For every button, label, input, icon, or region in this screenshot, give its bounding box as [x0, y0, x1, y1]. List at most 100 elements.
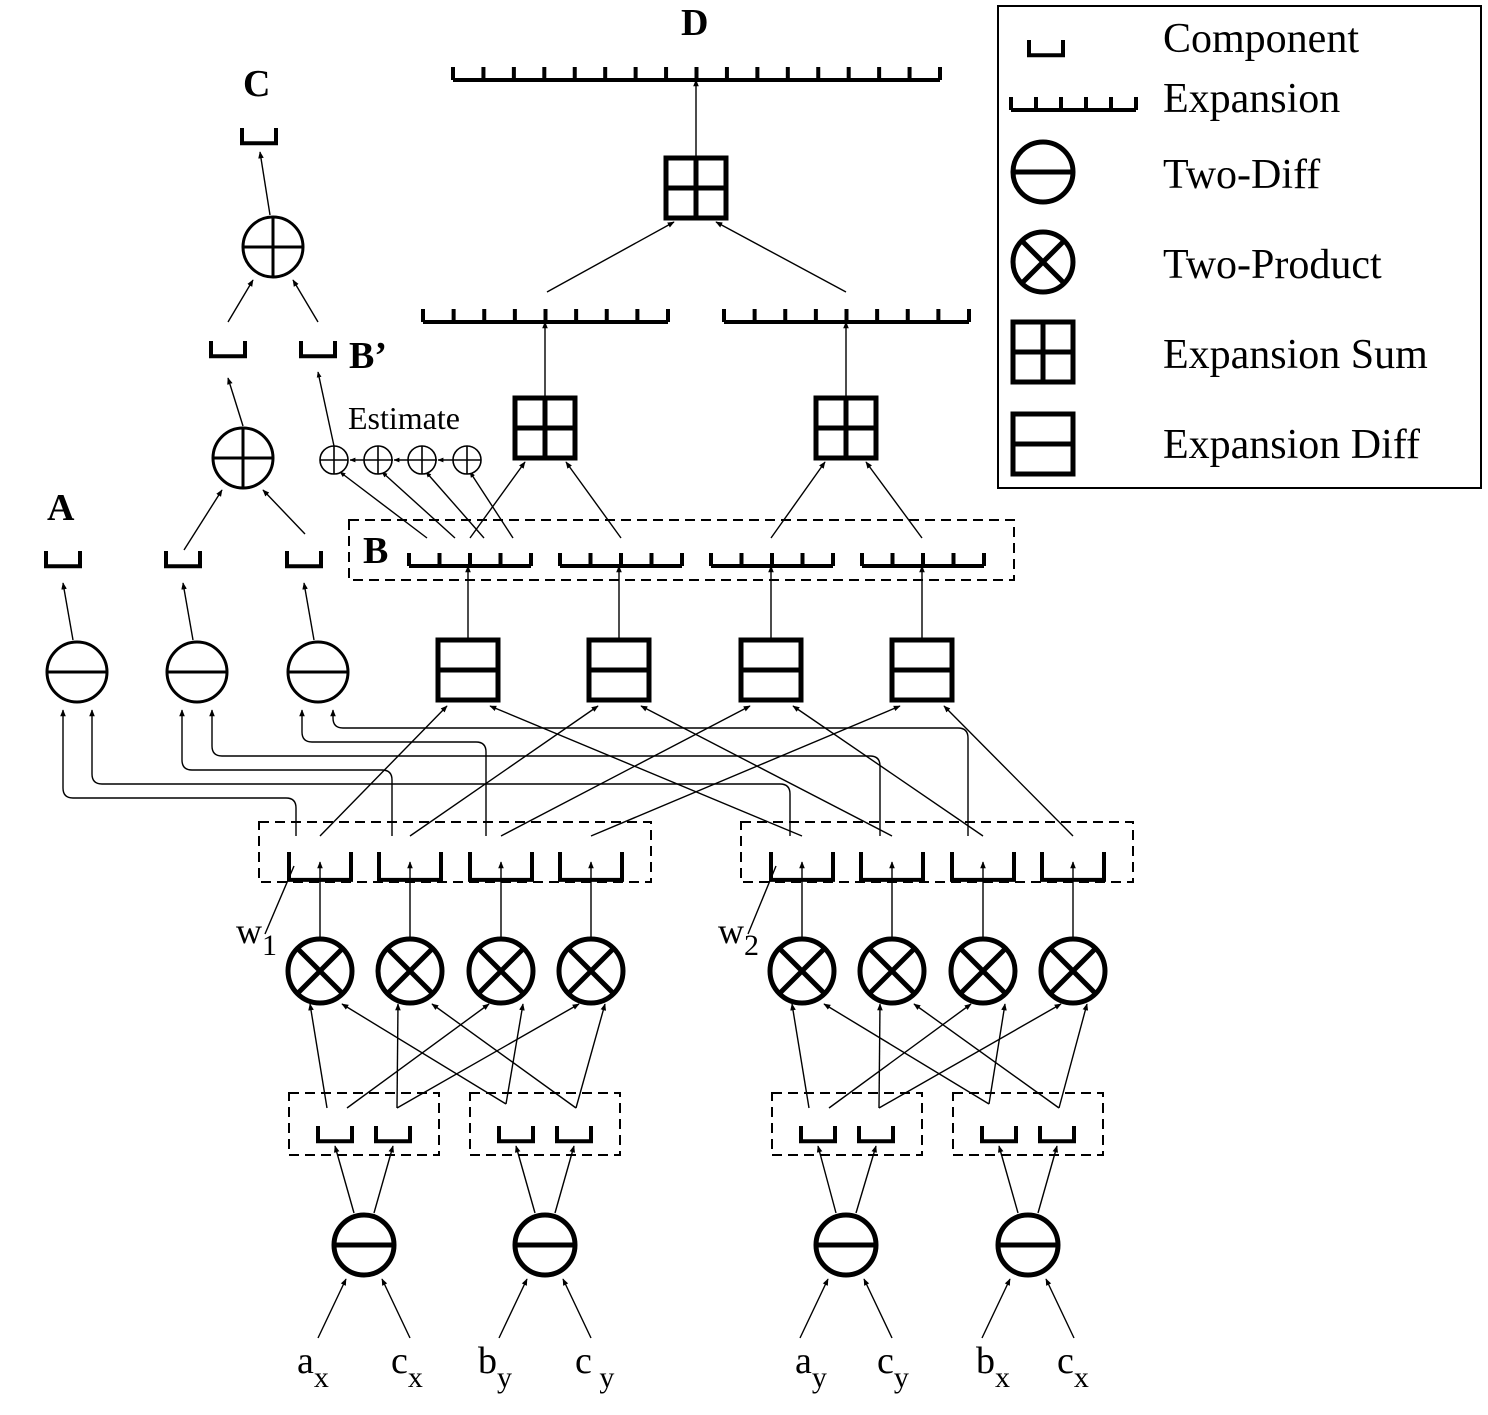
connection-line	[1058, 1003, 1089, 1109]
component-C-top	[240, 128, 278, 146]
two-product-6	[857, 936, 927, 1006]
operation-nodes	[44, 67, 1108, 1278]
connection-line	[489, 705, 803, 837]
estimate-sum-3	[407, 445, 437, 475]
connection-line	[823, 1003, 990, 1105]
expansion-sum-left-output	[421, 309, 670, 324]
connection-line	[227, 279, 254, 323]
input-label-8: cx	[1057, 1340, 1089, 1394]
w-component-2	[377, 852, 443, 882]
legend-expansion-diff-label: Expansion Diff	[1163, 422, 1420, 468]
input-label-4: c y	[575, 1340, 614, 1394]
two-product-4	[556, 936, 626, 1006]
connection-lines	[60, 79, 1089, 1339]
connection-line	[346, 1003, 490, 1109]
legend-component-icon	[1027, 40, 1065, 58]
connection-line	[395, 1003, 401, 1109]
w-component-4	[558, 852, 624, 882]
legend-expansion-sum-icon	[1010, 319, 1076, 385]
input-label-5: ay	[795, 1340, 827, 1394]
two-product-1	[285, 936, 355, 1006]
label-B: B	[363, 530, 388, 572]
legend-expansion-sum-label: Expansion Sum	[1163, 332, 1428, 378]
expansion-diff-2	[586, 637, 652, 703]
w-component-1	[287, 852, 353, 882]
w1-label: w1	[236, 911, 277, 962]
connection-line	[1045, 1278, 1075, 1339]
connection-line	[317, 1278, 347, 1339]
connection-line	[575, 1003, 607, 1109]
connection-line	[770, 461, 826, 539]
two-product-2-diag2	[385, 946, 435, 996]
component-pair-1-2	[374, 1126, 412, 1144]
group-box-w2	[740, 821, 1134, 883]
connection-line	[1037, 1145, 1058, 1214]
connection-line	[828, 1003, 972, 1109]
two-product-4-diag2	[566, 946, 616, 996]
input-label-1: ax	[297, 1340, 329, 1394]
connection-line	[816, 1145, 837, 1214]
connection-line	[373, 1145, 394, 1214]
wire-A2-right	[209, 709, 881, 836]
expansion-sum-left	[512, 395, 578, 461]
connection-line	[562, 1278, 592, 1339]
connection-line	[877, 1003, 883, 1109]
two-product-3	[466, 936, 536, 1006]
connection-line	[396, 1003, 580, 1109]
w-component-5	[769, 852, 835, 882]
connection-line	[469, 471, 514, 539]
connection-line	[505, 1003, 525, 1105]
estimate-sum-4	[452, 445, 482, 475]
label-estimate: Estimate	[348, 400, 460, 436]
component-C-right	[299, 341, 337, 359]
input-label-2: cx	[391, 1340, 423, 1394]
connection-line	[878, 1003, 1062, 1109]
connection-line	[554, 1145, 575, 1214]
w-component-3	[468, 852, 534, 882]
estimate-sum-1	[319, 445, 349, 475]
two-product-8-diag2	[1048, 946, 1098, 996]
component-pair-4-1	[980, 1126, 1018, 1144]
connection-line	[792, 705, 984, 837]
connection-line	[515, 1145, 536, 1214]
label-A: A	[47, 487, 75, 529]
connection-line	[262, 489, 306, 535]
two-sum-upper	[241, 215, 305, 279]
legend: Component Expansion Two-Diff Two-Product…	[997, 5, 1482, 489]
component-pair-1-1	[316, 1126, 354, 1144]
connection-line	[341, 1003, 507, 1105]
connection-line	[469, 461, 526, 539]
connection-line	[308, 1003, 328, 1109]
two-diff-A-1	[45, 640, 109, 704]
legend-expansion-label: Expansion	[1163, 76, 1340, 122]
connection-line	[319, 705, 448, 837]
two-diff-A-3	[286, 640, 350, 704]
connection-line	[181, 582, 194, 641]
legend-symbols	[1009, 40, 1138, 477]
component-pair-3-2	[857, 1126, 895, 1144]
connection-line	[431, 1003, 577, 1109]
legend-two-diff-label: Two-Diff	[1163, 152, 1320, 198]
expansion-sum-top	[663, 155, 729, 221]
estimate-sum-2	[363, 445, 393, 475]
connection-line	[334, 1145, 355, 1214]
group-box-B	[348, 519, 1015, 581]
two-product-3-diag2	[476, 946, 526, 996]
expansion-sum-right-output	[722, 309, 971, 324]
expansion-D	[451, 67, 942, 82]
component-pair-4-2	[1038, 1126, 1076, 1144]
input-label-7: bx	[976, 1340, 1010, 1394]
expansion-B-4	[860, 553, 986, 568]
two-product-7	[948, 936, 1018, 1006]
legend-two-product-icon	[1010, 229, 1076, 295]
connection-line	[943, 705, 1074, 837]
connection-line	[183, 489, 223, 551]
connection-line	[988, 1003, 1007, 1105]
connection-line	[565, 461, 622, 539]
connection-line	[715, 221, 847, 293]
wire-A1-left	[60, 709, 297, 836]
connection-line	[381, 471, 456, 539]
w-labels: w1 w2	[236, 911, 759, 962]
